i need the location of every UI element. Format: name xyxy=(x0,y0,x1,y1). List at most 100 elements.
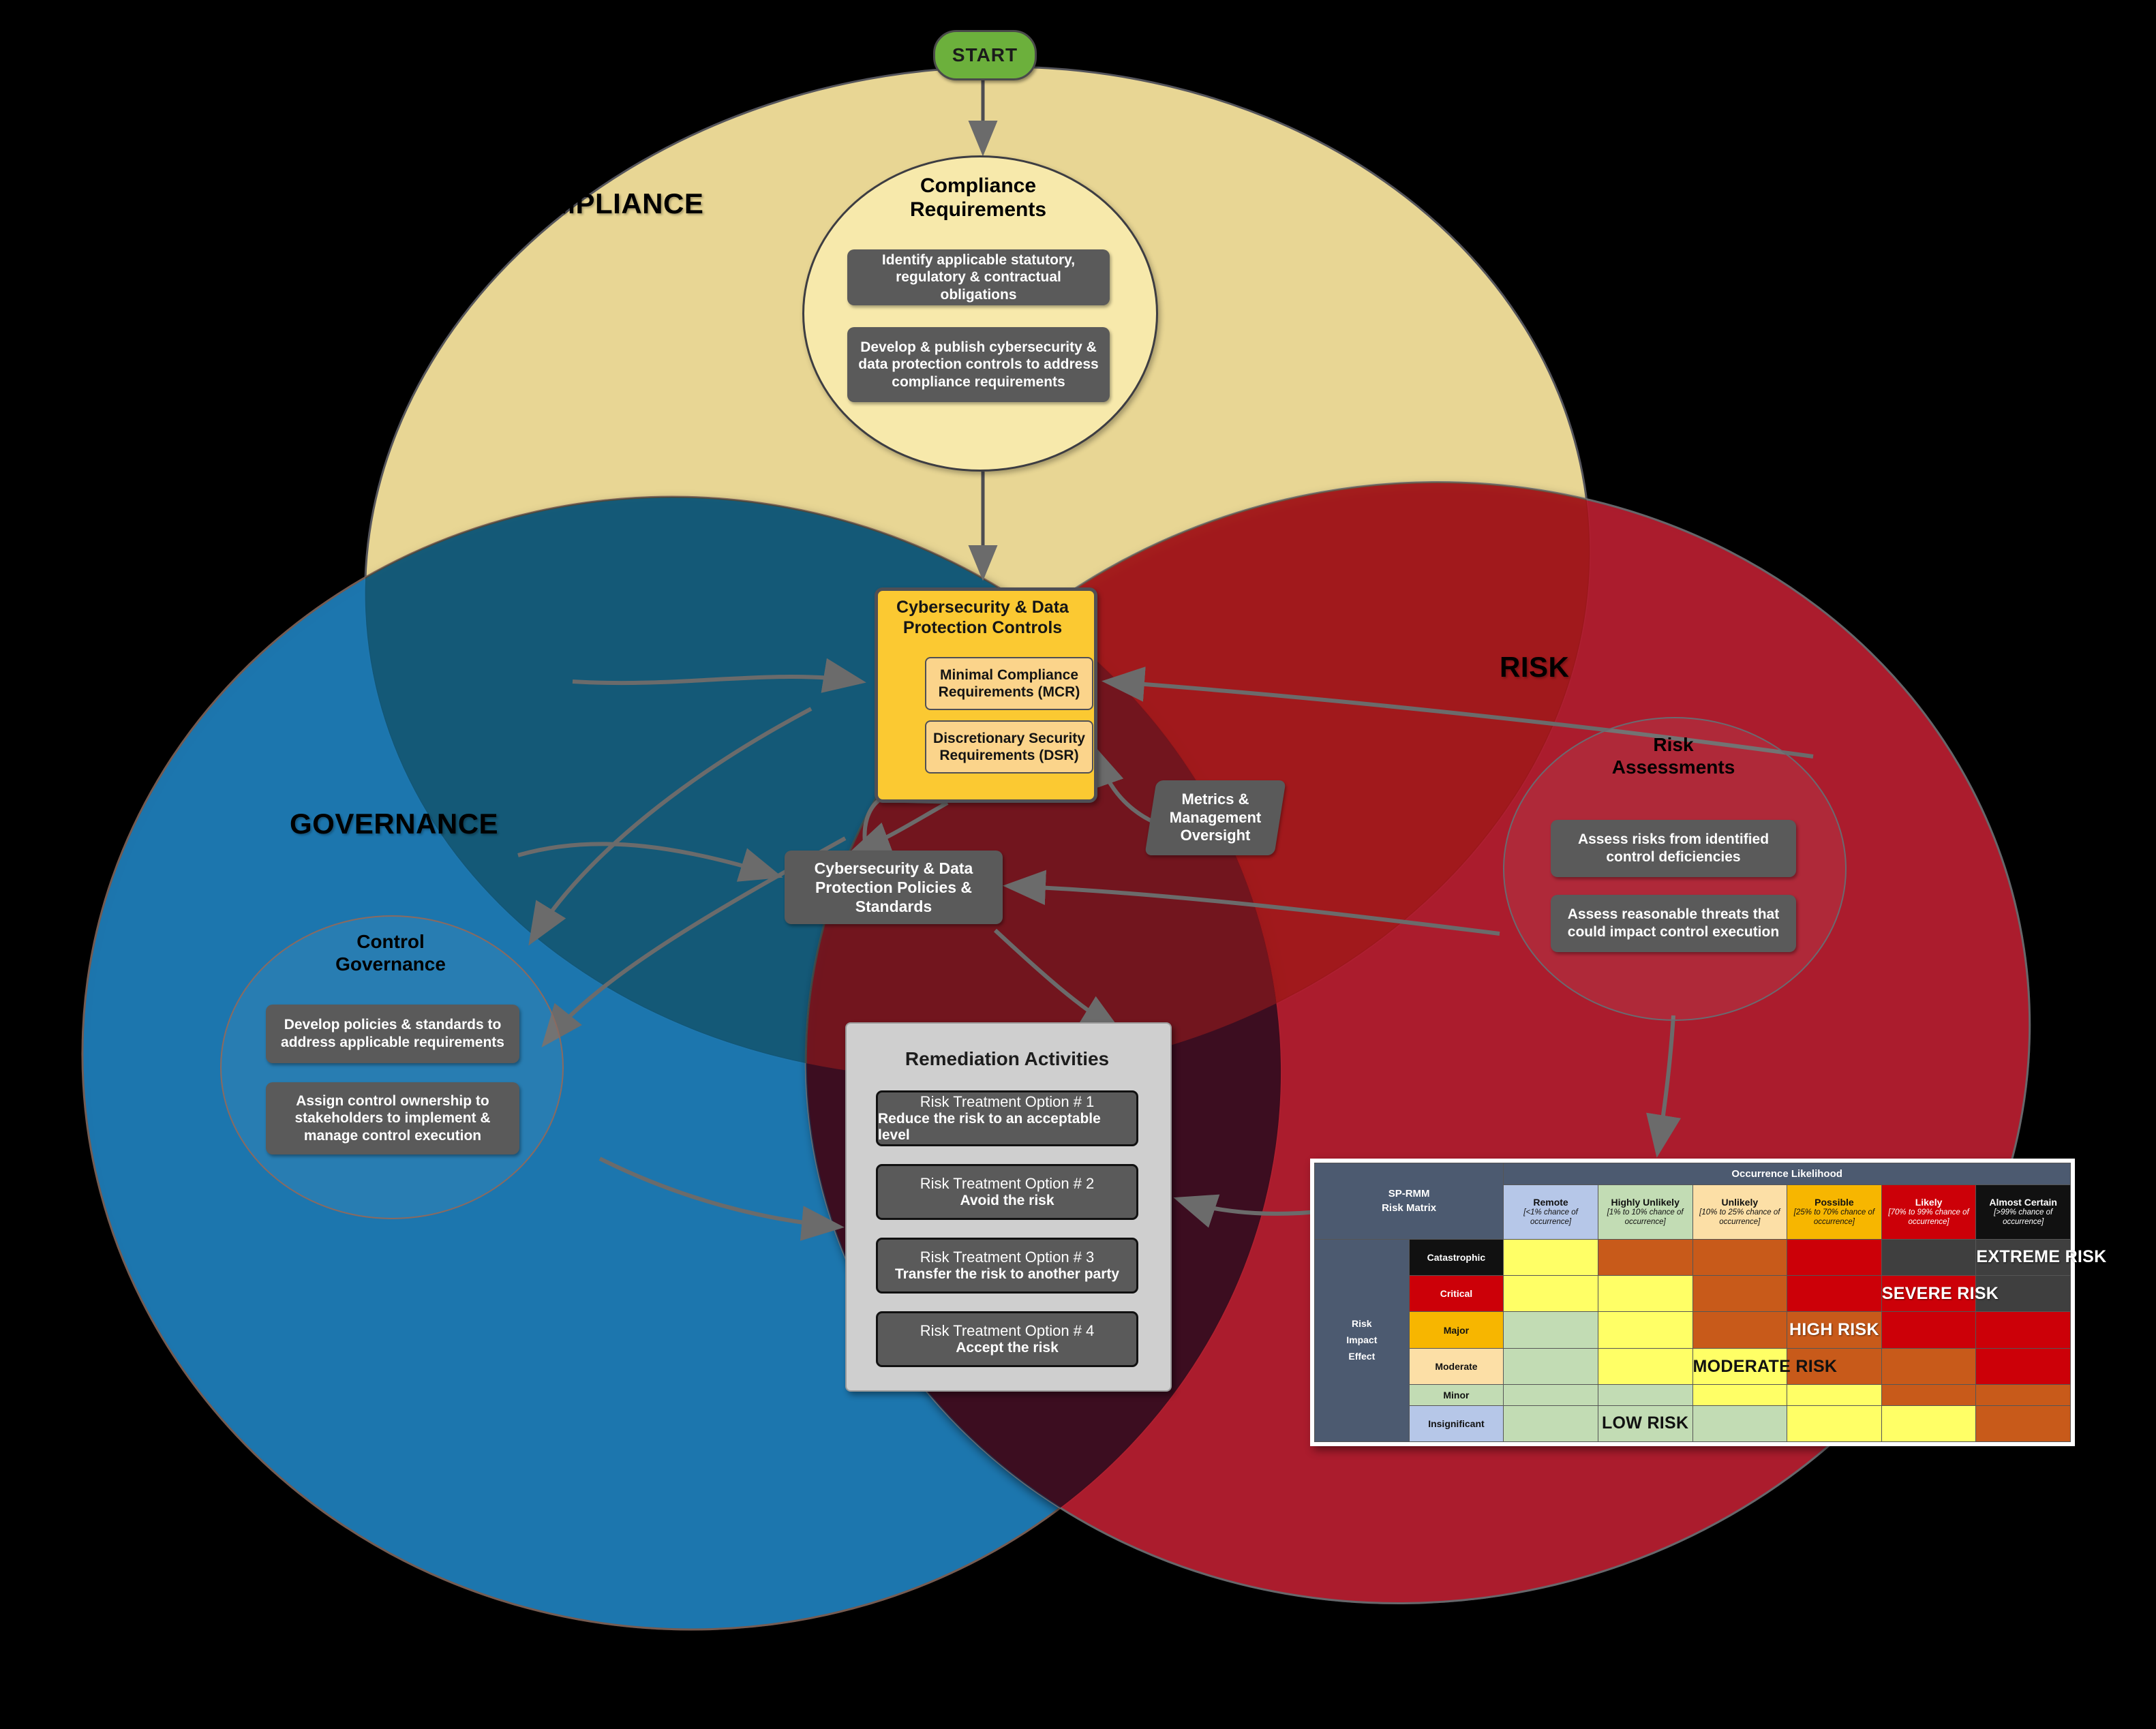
impact-row-1: Catastrophic xyxy=(1408,1238,1504,1276)
metrics-oversight-box[interactable]: Metrics & Management Oversight xyxy=(1151,780,1280,855)
risk-matrix-row: Minor xyxy=(1315,1384,2071,1406)
impact-row-3: Major xyxy=(1408,1311,1504,1349)
risk-cell-4-3: MODERATE RISK xyxy=(1692,1347,1837,1386)
policies-line-3: Standards xyxy=(855,898,932,916)
risk-cell-2-5: SEVERE RISK xyxy=(1881,1274,1999,1313)
corner-line-1: SP-RMM xyxy=(1388,1187,1430,1199)
risk-matrix-row: Insignificant LOW RISK xyxy=(1315,1405,2071,1442)
risk-cell-4-5 xyxy=(1881,1347,1977,1386)
ra-title-line-1: Risk xyxy=(1653,734,1694,755)
risk-cell-4-1 xyxy=(1503,1347,1598,1386)
impact-label-line-1: Risk xyxy=(1352,1318,1372,1330)
cg-title-line-1: Control xyxy=(356,931,425,952)
metrics-line-3: Oversight xyxy=(1180,827,1251,844)
risk-treatment-option-1[interactable]: Risk Treatment Option # 1 Reduce the ris… xyxy=(876,1090,1138,1146)
likelihood-column-6: Almost Certain[>99% chance of occurrence… xyxy=(1975,1184,2071,1240)
risk-assessment-item-1[interactable]: Assess risks from identified control def… xyxy=(1551,820,1796,877)
ra-title-line-2: Assessments xyxy=(1611,756,1735,778)
risk-cell-1-6: EXTREME RISK xyxy=(1975,1238,2106,1276)
risk-treatment-option-4[interactable]: Risk Treatment Option # 4 Accept the ris… xyxy=(876,1311,1138,1367)
risk-cell-1-5 xyxy=(1881,1238,1977,1276)
occurrence-likelihood-header: Occurrence Likelihood xyxy=(1503,1162,2071,1186)
risk-cell-1-1 xyxy=(1503,1238,1598,1276)
risk-cell-3-1 xyxy=(1503,1311,1598,1349)
risk-assessments-title: Risk Assessments xyxy=(1503,733,1844,778)
risk-cell-5-3 xyxy=(1692,1384,1788,1406)
control-dsr[interactable]: Discretionary Security Requirements (DSR… xyxy=(925,720,1093,774)
likelihood-column-4: Possible[25% to 70% chance of occurrence… xyxy=(1787,1184,1882,1240)
col-range: [25% to 70% chance of occurrence] xyxy=(1793,1208,1875,1226)
dsr-line-2: Requirements (DSR) xyxy=(939,748,1079,763)
risk-cell-5-2 xyxy=(1597,1384,1693,1406)
risk-band-label: LOW RISK xyxy=(1601,1413,1689,1433)
risk-matrix-row: Major HIGH RISK xyxy=(1315,1311,2071,1349)
rt3-desc: Transfer the risk to another party xyxy=(894,1266,1120,1282)
risk-cell-4-2 xyxy=(1597,1347,1693,1386)
venn-label-governance: GOVERNANCE xyxy=(290,808,499,840)
risk-cell-6-2: LOW RISK xyxy=(1597,1405,1693,1442)
risk-cell-3-2 xyxy=(1597,1311,1693,1349)
policies-line-2: Protection Policies & xyxy=(815,878,973,896)
compliance-requirement-item-2[interactable]: Develop & publish cybersecurity & data p… xyxy=(847,327,1110,402)
compliance-requirement-item-1[interactable]: Identify applicable statutory, regulator… xyxy=(847,249,1110,305)
risk-cell-6-4 xyxy=(1787,1405,1882,1442)
col-name: Unlikely xyxy=(1721,1197,1759,1208)
risk-cell-3-4: HIGH RISK xyxy=(1787,1311,1882,1349)
risk-cell-6-1 xyxy=(1503,1405,1598,1442)
risk-assessment-item-2[interactable]: Assess reasonable threats that could imp… xyxy=(1551,895,1796,952)
risk-band-label: SEVERE RISK xyxy=(1881,1283,1999,1303)
risk-cell-5-5 xyxy=(1881,1384,1977,1406)
policies-and-standards-box[interactable]: Cybersecurity & Data Protection Policies… xyxy=(785,851,1003,924)
col-range: [<1% chance of occurrence] xyxy=(1523,1208,1578,1226)
likelihood-column-3: Unlikely[10% to 25% chance of occurrence… xyxy=(1692,1184,1788,1240)
impact-row-5: Minor xyxy=(1408,1384,1504,1406)
risk-treatment-option-2[interactable]: Risk Treatment Option # 2 Avoid the risk xyxy=(876,1164,1138,1220)
risk-cell-2-2 xyxy=(1597,1274,1693,1313)
rt4-desc: Accept the risk xyxy=(956,1340,1059,1356)
control-governance-title: Control Governance xyxy=(220,930,561,975)
cg-title-line-2: Governance xyxy=(335,953,446,975)
control-mcr[interactable]: Minimal Compliance Requirements (MCR) xyxy=(925,657,1093,710)
col-name: Remote xyxy=(1533,1197,1568,1208)
start-node[interactable]: START xyxy=(933,30,1037,80)
metrics-line-1: Metrics & xyxy=(1181,791,1249,808)
metrics-line-2: Management xyxy=(1169,808,1262,826)
risk-cell-6-6 xyxy=(1975,1405,2071,1442)
impact-label-line-2: Impact xyxy=(1346,1334,1378,1345)
control-governance-item-2[interactable]: Assign control ownership to stakeholders… xyxy=(266,1082,519,1154)
rt1-desc: Reduce the risk to an acceptable level xyxy=(878,1111,1101,1143)
risk-cell-2-1 xyxy=(1503,1274,1598,1313)
col-name: Likely xyxy=(1915,1197,1943,1208)
title-line-2: Requirements xyxy=(909,198,1047,221)
title-line-1: Compliance xyxy=(920,174,1037,197)
risk-cell-5-6 xyxy=(1975,1384,2071,1406)
mcr-line-1: Minimal Compliance xyxy=(939,667,1079,683)
impact-row-6: Insignificant xyxy=(1408,1405,1504,1442)
col-range: [>99% chance of occurrence] xyxy=(1994,1208,2053,1226)
control-governance-item-1[interactable]: Develop policies & standards to address … xyxy=(266,1005,519,1063)
risk-cell-6-5 xyxy=(1881,1405,1977,1442)
risk-treatment-option-3[interactable]: Risk Treatment Option # 3 Transfer the r… xyxy=(876,1238,1138,1294)
col-name: Almost Certain xyxy=(1989,1197,2057,1208)
rt2-label: Risk Treatment Option # 2 xyxy=(920,1175,1095,1192)
col-range: [10% to 25% chance of occurrence] xyxy=(1699,1208,1780,1226)
likelihood-column-1: Remote[<1% chance of occurrence] xyxy=(1503,1184,1598,1240)
risk-band-label: HIGH RISK xyxy=(1789,1320,1879,1340)
mcr-line-2: Requirements (MCR) xyxy=(938,684,1080,700)
rt4-label: Risk Treatment Option # 4 xyxy=(920,1322,1095,1339)
risk-cell-5-4 xyxy=(1787,1384,1882,1406)
venn-label-compliance: COMPLIANCE xyxy=(508,187,704,219)
risk-cell-1-4 xyxy=(1787,1238,1882,1276)
col-range: [70% to 99% chance of occurrence] xyxy=(1888,1208,1969,1226)
col-name: Highly Unlikely xyxy=(1611,1197,1680,1208)
risk-cell-2-6 xyxy=(1975,1274,2071,1313)
